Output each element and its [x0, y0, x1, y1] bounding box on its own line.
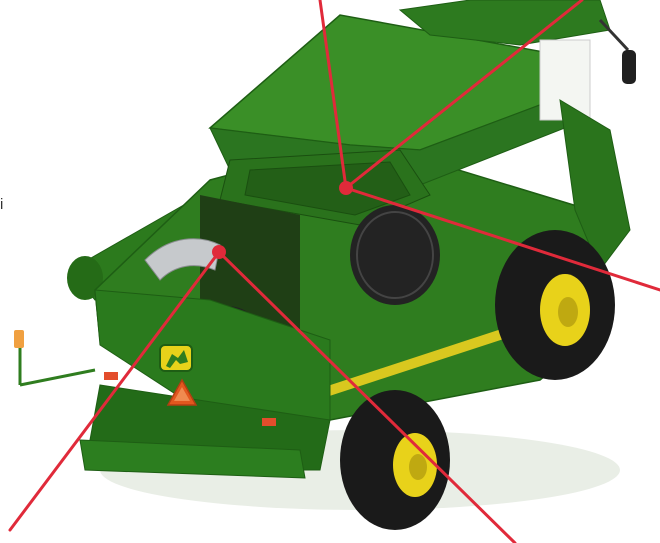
callout-line-2 [344, 0, 584, 190]
callout-line-1 [318, 0, 348, 190]
rear-wheel-right [495, 230, 615, 380]
amber-light-far [14, 330, 24, 348]
spreader-deck [79, 439, 306, 479]
callout-dot-lower [212, 245, 226, 259]
deer-logo-icon [159, 344, 193, 372]
cropped-edge-text: i [0, 196, 4, 213]
front-wheel [340, 390, 450, 530]
light-bracket-arm [19, 368, 96, 387]
engine-compartment [200, 195, 300, 330]
callout-line-5 [217, 250, 517, 543]
auger-end-cap [67, 256, 103, 300]
callout-line-3 [344, 186, 660, 292]
side-panel-right [559, 99, 631, 271]
intake-pipe [144, 238, 221, 281]
radiator-screen [350, 205, 440, 305]
callout-dot-upper [339, 181, 353, 195]
mirror-icon [598, 18, 636, 84]
engine-grille [244, 161, 411, 216]
radiator-screen-ring [356, 211, 434, 299]
warning-triangle-icon [166, 378, 198, 406]
rear-light-left [104, 372, 118, 380]
callout-line-4 [8, 250, 221, 532]
callout-lines [8, 0, 660, 543]
rear-light-right [262, 418, 276, 426]
